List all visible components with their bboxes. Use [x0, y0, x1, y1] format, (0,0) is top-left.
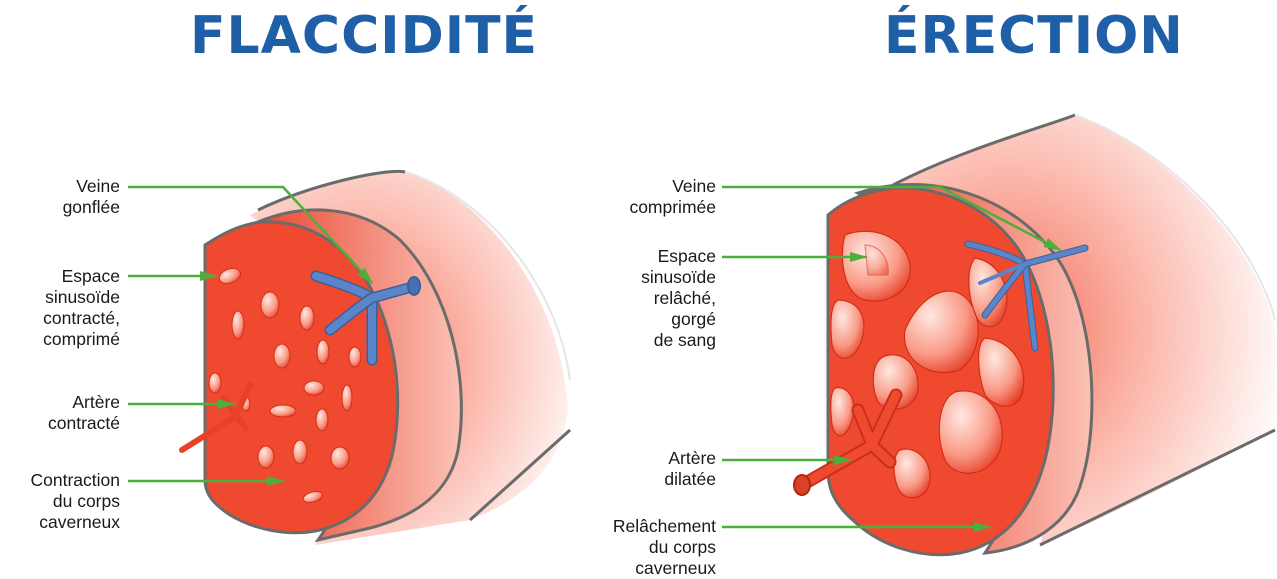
label-artery-erect: Artère dilatée — [664, 448, 716, 490]
label-contraction-flaccid: Contraction du corps caverneux — [31, 470, 121, 533]
label-vein-erect: Veine comprimée — [629, 176, 716, 218]
label-sinus-erect: Espace sinusoïde relâché, gorgé de sang — [641, 246, 716, 351]
label-artery-flaccid: Artère contracté — [48, 392, 120, 434]
label-relaxation-erect: Relâchement du corps caverneux — [613, 516, 716, 579]
flaccid-penis-illustration — [182, 171, 570, 545]
label-vein-flaccid: Veine gonflée — [63, 176, 120, 218]
erect-penis-illustration — [794, 115, 1275, 555]
label-sinus-flaccid: Espace sinusoïde contracté, comprimé — [43, 266, 120, 350]
